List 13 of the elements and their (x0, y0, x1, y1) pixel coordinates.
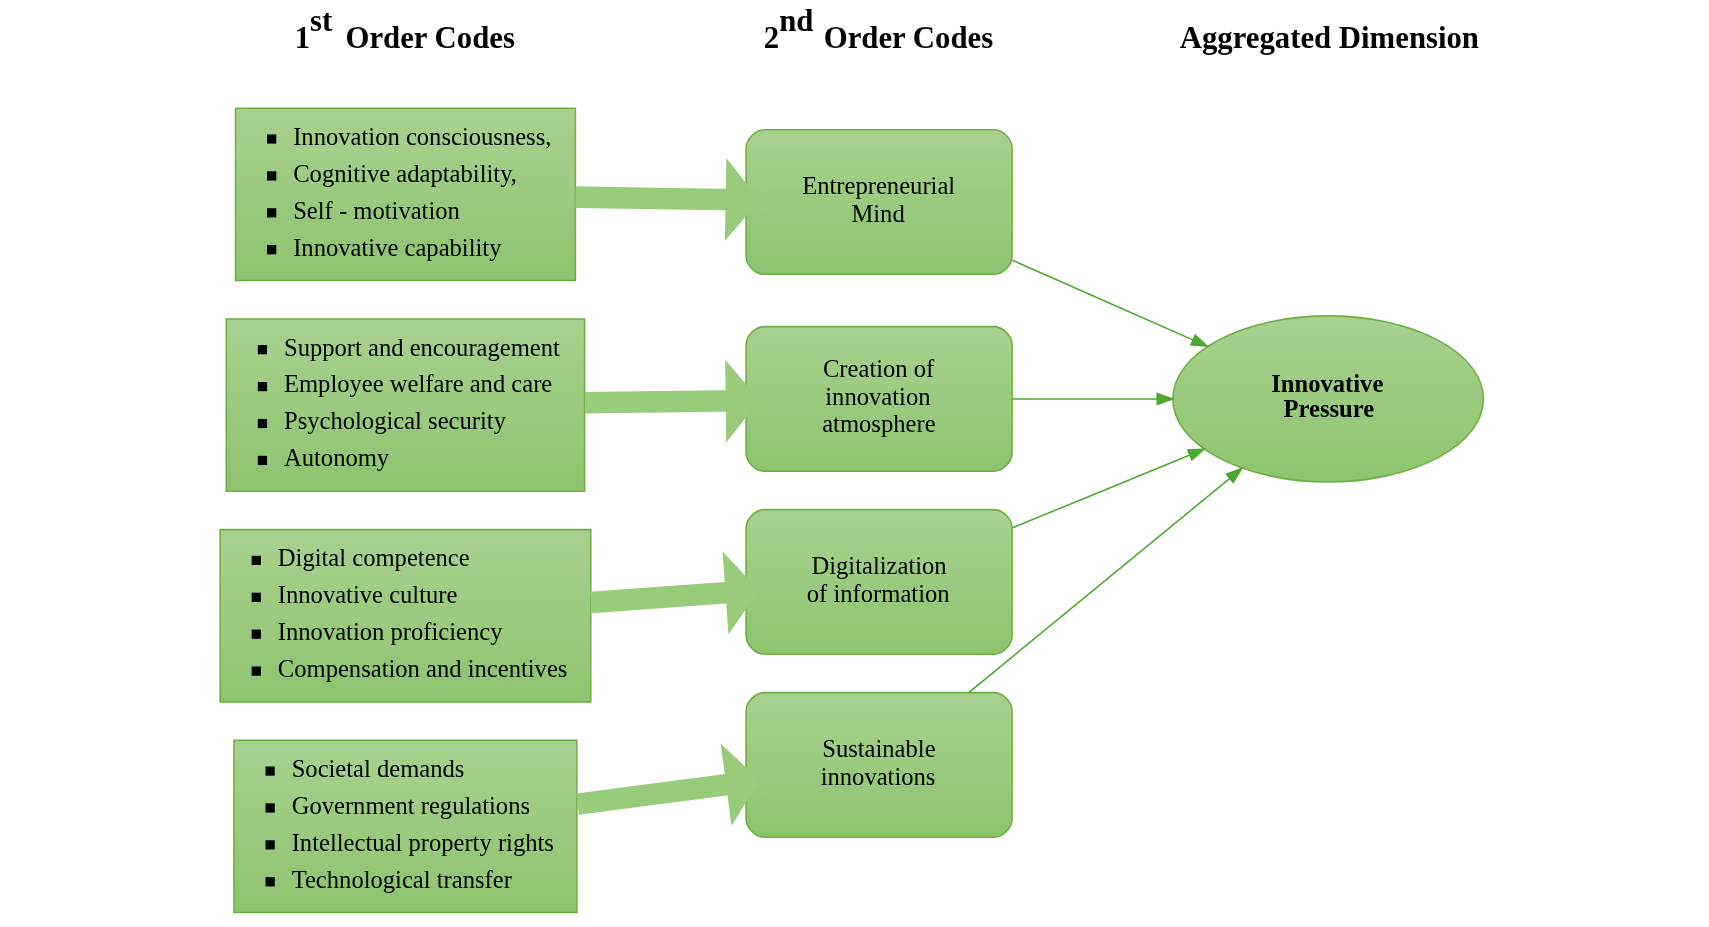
node-box: Support and encouragement Employee welfare and care Psychological security Autonomy (225, 318, 586, 492)
node-box: Digitalization of information (745, 508, 1013, 655)
node-box: Innovation consciousness, Cognitive adaptability, Self - motivation Innovative capability (234, 107, 577, 282)
label: Aggregated Dimension (1179, 21, 1479, 56)
node-box: Digital competence Innovative culture Innovation proficiency Compensation and incentives (219, 528, 592, 703)
node-box: Societal demands Government regulations Intellectual property rights Technological transfer (233, 739, 578, 914)
node-box: Sustainable innovations (745, 691, 1013, 838)
arrow (1011, 259, 1210, 348)
node-box: Creation of innovation atmosphere (745, 325, 1013, 472)
arrow (967, 467, 1244, 694)
arrow (1011, 392, 1175, 406)
arrow (1011, 448, 1207, 529)
node-box: Entrepreneurial Mind (745, 129, 1013, 276)
